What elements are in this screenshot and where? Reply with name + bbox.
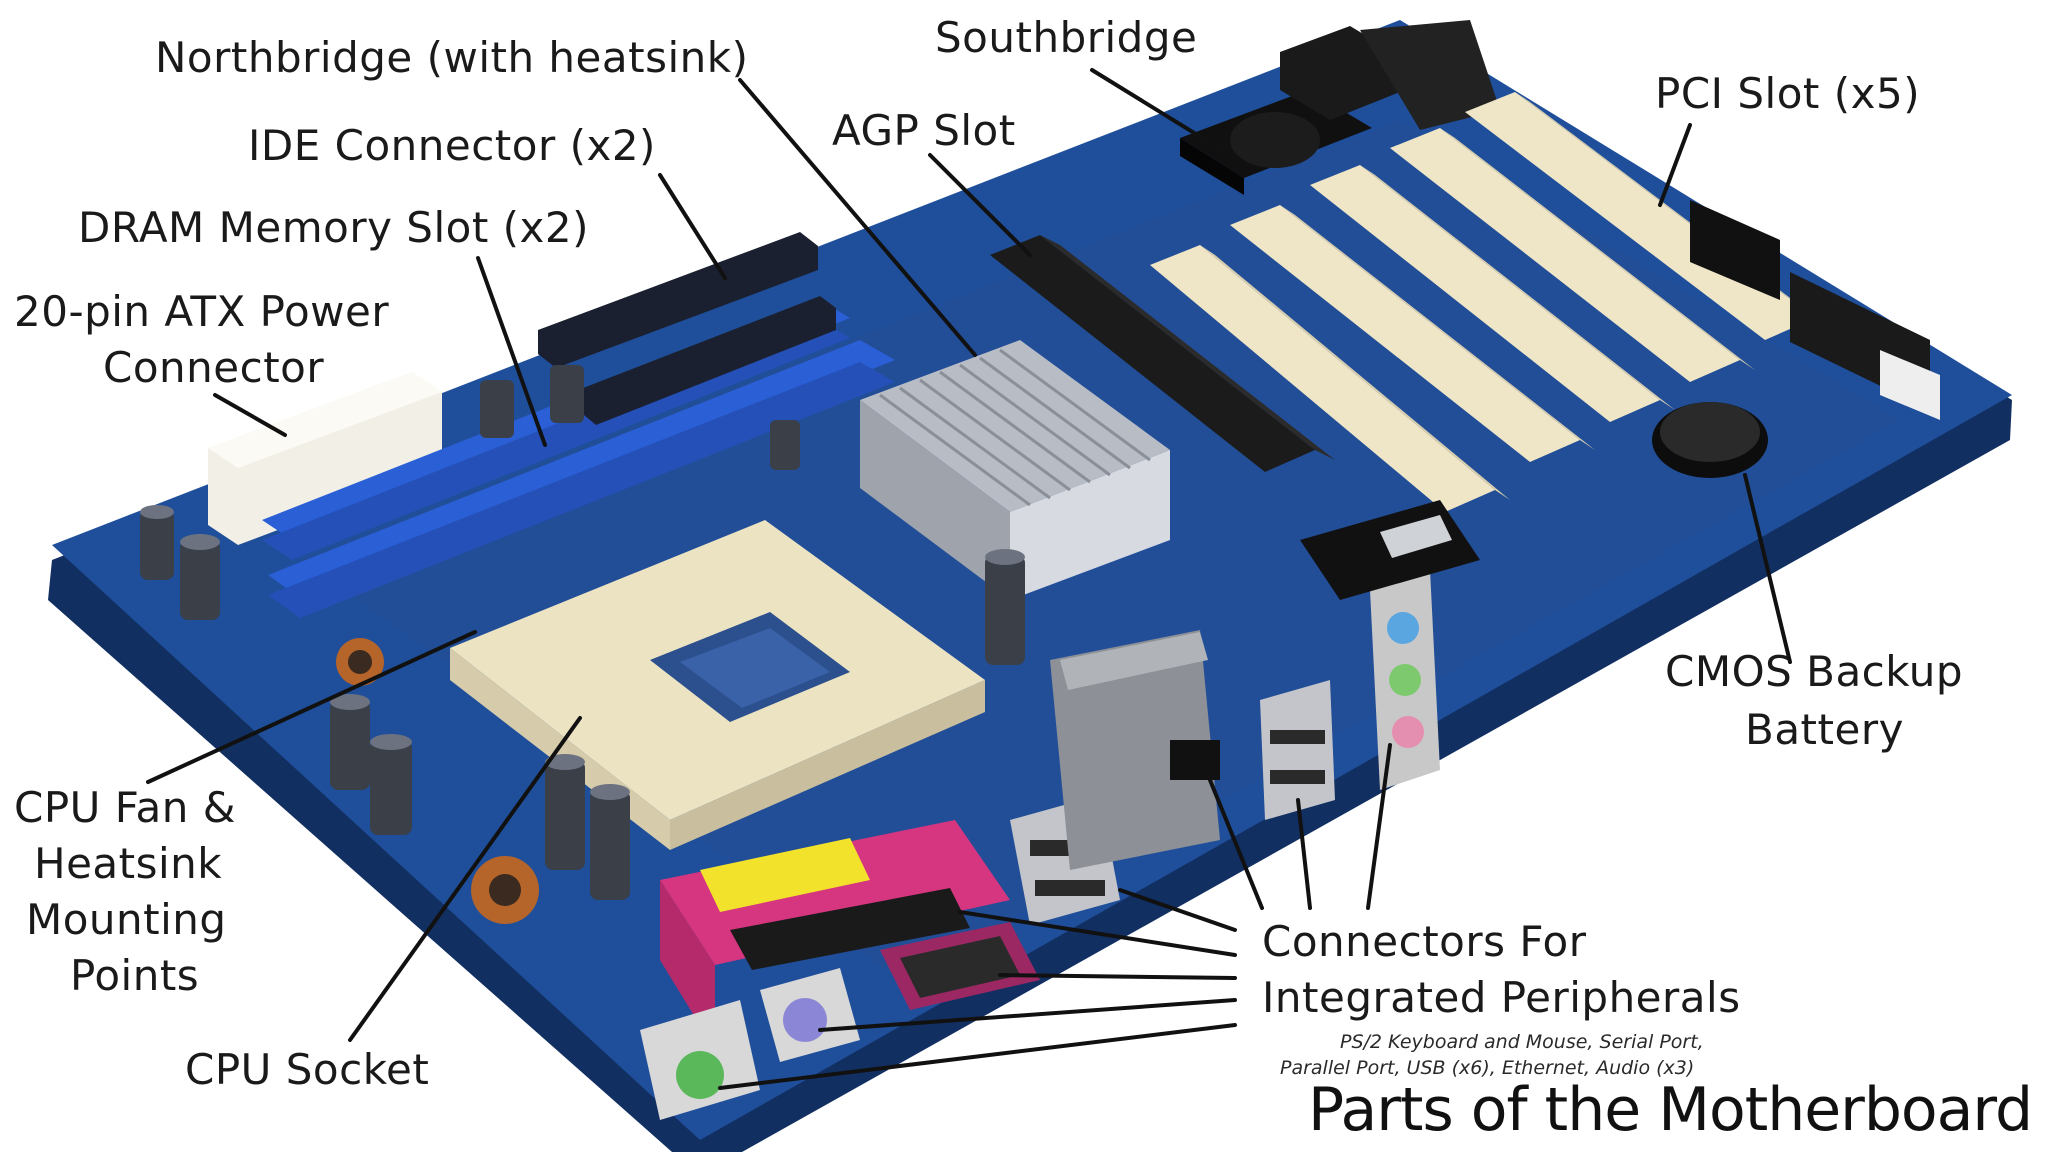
leader-cpu-fan	[146, 630, 477, 784]
leader-pci	[1658, 123, 1692, 207]
leader-lines	[146, 68, 1792, 1090]
serial-port	[880, 922, 1040, 1010]
pci-slot-3	[1310, 165, 1675, 422]
audio-codec-box	[1300, 500, 1480, 600]
labels: Northbridge (with heatsink) Southbridge …	[14, 13, 2033, 1145]
header-connector	[1280, 20, 1500, 130]
pci-slot-4	[1390, 128, 1755, 382]
label-cpu-fan-line4: Points	[70, 951, 199, 1000]
pci-slot-1	[1150, 245, 1510, 512]
leader-cpu-socket	[348, 716, 582, 1042]
slide-title: Parts of the Motherboard	[1308, 1075, 2032, 1145]
pci-slot-2	[1230, 205, 1595, 462]
parallel-port	[660, 820, 1010, 1050]
label-atx-line1: 20-pin ATX Power	[14, 287, 389, 336]
label-connectors-line2: Integrated Peripherals	[1262, 973, 1741, 1022]
label-southbridge: Southbridge	[935, 13, 1197, 62]
label-cpu-fan-line1: CPU Fan &	[14, 783, 236, 832]
leader-cmos	[1743, 473, 1792, 664]
label-pci: PCI Slot (x5)	[1655, 69, 1920, 118]
label-northbridge: Northbridge (with heatsink)	[155, 33, 748, 82]
label-ide: IDE Connector (x2)	[248, 121, 656, 170]
label-cmos-line1: CMOS Backup	[1665, 647, 1963, 696]
label-cpu-fan-line3: Mounting	[26, 895, 227, 944]
peripherals-note-line1: PS/2 Keyboard and Mouse, Serial Port,	[1340, 1031, 1704, 1053]
audio-jacks	[1370, 570, 1440, 790]
peripherals-note-line2: Parallel Port, USB (x6), Ethernet, Audio…	[1280, 1057, 1694, 1079]
ethernet-port	[1050, 630, 1220, 870]
northbridge-heatsink	[860, 340, 1170, 600]
ps2-ports	[640, 968, 860, 1120]
label-atx-line2: Connector	[103, 343, 324, 392]
capacitors	[140, 365, 1025, 900]
leader-agp	[928, 153, 1032, 257]
cmos-battery	[1652, 402, 1768, 478]
leader-northbridge	[738, 78, 977, 357]
label-dram: DRAM Memory Slot (x2)	[78, 203, 589, 252]
right-edge-connectors	[1690, 200, 1940, 420]
leader-connectors	[718, 743, 1392, 1090]
agp-slot	[990, 235, 1335, 472]
leader-ide	[658, 173, 727, 280]
label-connectors-line1: Connectors For	[1262, 917, 1587, 966]
heatsink-fins	[879, 348, 1151, 507]
motherboard	[48, 20, 2012, 1152]
label-agp: AGP Slot	[832, 106, 1016, 155]
label-cpu-socket: CPU Socket	[185, 1045, 429, 1094]
leader-atx	[213, 393, 287, 437]
label-cmos-line2: Battery	[1745, 705, 1904, 754]
leader-southbridge	[1090, 68, 1232, 157]
inductor-coils	[336, 638, 539, 924]
ide-connectors	[538, 232, 836, 425]
leader-dram	[476, 256, 547, 447]
label-cpu-fan-line2: Heatsink	[34, 839, 222, 888]
